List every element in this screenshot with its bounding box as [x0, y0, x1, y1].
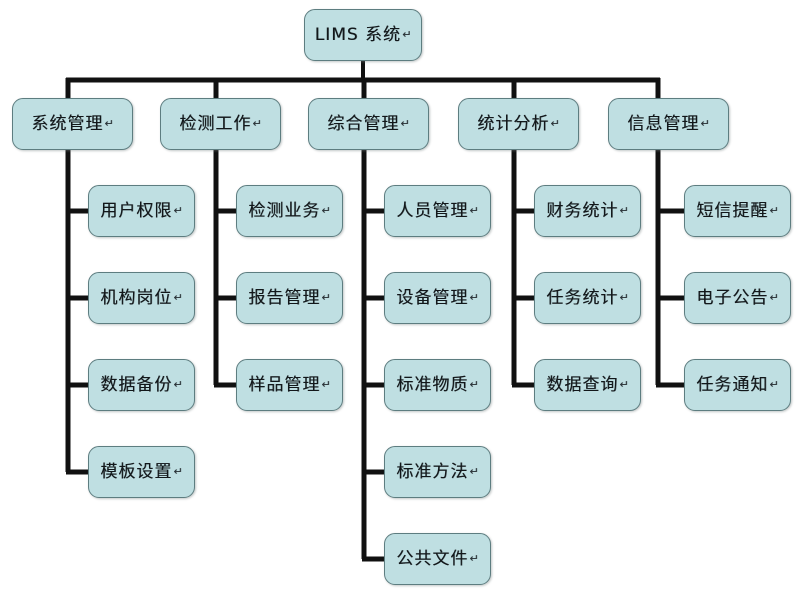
leaf-node-2-2[interactable]: 报告管理↵ — [236, 272, 343, 324]
leaf-node-4-3[interactable]: 数据查询↵ — [534, 359, 641, 411]
paragraph-mark-icon: ↵ — [619, 203, 629, 217]
root-node-lims-system[interactable]: LIMS 系统↵ — [304, 9, 422, 61]
node-label: 设备管理↵ — [396, 287, 479, 308]
paragraph-mark-icon: ↵ — [619, 290, 629, 304]
paragraph-mark-icon: ↵ — [173, 203, 183, 217]
node-label: 统计分析↵ — [477, 113, 560, 134]
node-label: 检测工作↵ — [179, 113, 262, 134]
node-label: 人员管理↵ — [396, 200, 479, 221]
branch-node-4[interactable]: 统计分析↵ — [458, 98, 579, 150]
leaf-node-1-3[interactable]: 数据备份↵ — [88, 359, 195, 411]
paragraph-mark-icon: ↵ — [619, 377, 629, 391]
paragraph-mark-icon: ↵ — [469, 290, 479, 304]
leaf-node-2-3[interactable]: 样品管理↵ — [236, 359, 343, 411]
leaf-node-4-1[interactable]: 财务统计↵ — [534, 185, 641, 237]
node-label: 标准物质↵ — [396, 374, 479, 395]
paragraph-mark-icon: ↵ — [700, 116, 710, 130]
paragraph-mark-icon: ↵ — [469, 551, 479, 565]
branch-node-5[interactable]: 信息管理↵ — [608, 98, 729, 150]
node-label: 数据查询↵ — [546, 374, 629, 395]
node-label: 数据备份↵ — [100, 374, 183, 395]
node-label: 标准方法↵ — [396, 461, 479, 482]
branch-node-2[interactable]: 检测工作↵ — [160, 98, 281, 150]
paragraph-mark-icon: ↵ — [469, 203, 479, 217]
paragraph-mark-icon: ↵ — [321, 377, 331, 391]
node-label: 系统管理↵ — [31, 113, 114, 134]
leaf-node-3-5[interactable]: 公共文件↵ — [384, 533, 491, 585]
node-label: 公共文件↵ — [396, 548, 479, 569]
paragraph-mark-icon: ↵ — [252, 116, 262, 130]
paragraph-mark-icon: ↵ — [469, 464, 479, 478]
paragraph-mark-icon: ↵ — [321, 203, 331, 217]
paragraph-mark-icon: ↵ — [769, 203, 779, 217]
leaf-node-5-2[interactable]: 电子公告↵ — [684, 272, 791, 324]
paragraph-mark-icon: ↵ — [469, 377, 479, 391]
node-label: 报告管理↵ — [248, 287, 331, 308]
paragraph-mark-icon: ↵ — [173, 377, 183, 391]
node-label: 用户权限↵ — [100, 200, 183, 221]
node-label: 检测业务↵ — [248, 200, 331, 221]
node-label: 综合管理↵ — [327, 113, 410, 134]
node-label: 电子公告↵ — [696, 287, 779, 308]
leaf-node-3-2[interactable]: 设备管理↵ — [384, 272, 491, 324]
paragraph-mark-icon: ↵ — [104, 116, 114, 130]
leaf-node-5-1[interactable]: 短信提醒↵ — [684, 185, 791, 237]
paragraph-mark-icon: ↵ — [173, 290, 183, 304]
paragraph-mark-icon: ↵ — [769, 377, 779, 391]
leaf-node-3-1[interactable]: 人员管理↵ — [384, 185, 491, 237]
node-label: 财务统计↵ — [546, 200, 629, 221]
node-label: LIMS 系统↵ — [314, 24, 412, 45]
paragraph-mark-icon: ↵ — [402, 27, 412, 41]
node-label: 短信提醒↵ — [696, 200, 779, 221]
leaf-node-1-1[interactable]: 用户权限↵ — [88, 185, 195, 237]
paragraph-mark-icon: ↵ — [400, 116, 410, 130]
leaf-node-1-4[interactable]: 模板设置↵ — [88, 446, 195, 498]
paragraph-mark-icon: ↵ — [173, 464, 183, 478]
node-label: 任务通知↵ — [696, 374, 779, 395]
node-label: 信息管理↵ — [627, 113, 710, 134]
node-label: 机构岗位↵ — [100, 287, 183, 308]
leaf-node-1-2[interactable]: 机构岗位↵ — [88, 272, 195, 324]
leaf-node-3-3[interactable]: 标准物质↵ — [384, 359, 491, 411]
branch-node-1[interactable]: 系统管理↵ — [12, 98, 133, 150]
leaf-node-2-1[interactable]: 检测业务↵ — [236, 185, 343, 237]
paragraph-mark-icon: ↵ — [321, 290, 331, 304]
leaf-node-3-4[interactable]: 标准方法↵ — [384, 446, 491, 498]
node-label: 模板设置↵ — [100, 461, 183, 482]
branch-node-3[interactable]: 综合管理↵ — [308, 98, 429, 150]
leaf-node-4-2[interactable]: 任务统计↵ — [534, 272, 641, 324]
node-label: 样品管理↵ — [248, 374, 331, 395]
node-label: 任务统计↵ — [546, 287, 629, 308]
leaf-node-5-3[interactable]: 任务通知↵ — [684, 359, 791, 411]
paragraph-mark-icon: ↵ — [550, 116, 560, 130]
paragraph-mark-icon: ↵ — [769, 290, 779, 304]
